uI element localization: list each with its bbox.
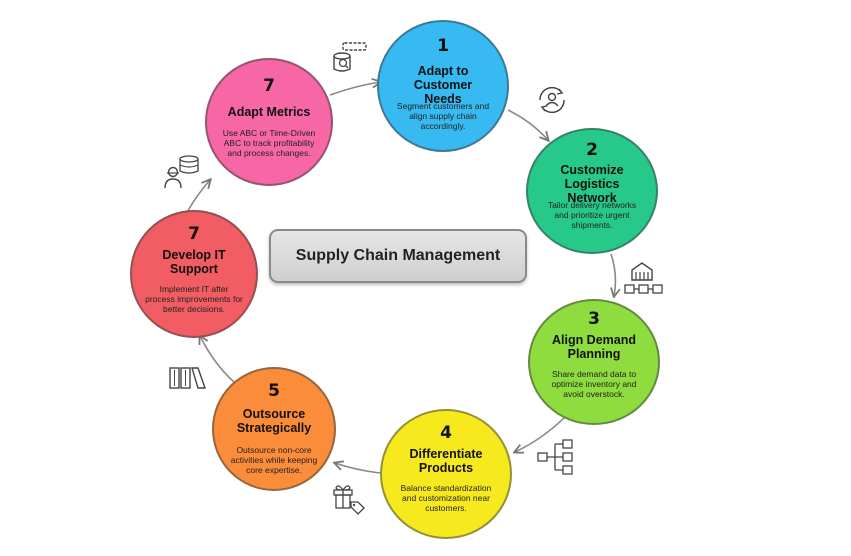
step-5-description: Outsource non-core activities while keep…: [230, 445, 318, 475]
warehouse-network-icon: [624, 262, 663, 294]
step-1-circle: 1 Adapt to Customer Needs Segment custom…: [377, 20, 509, 152]
arrow-4-to-5: [335, 463, 381, 474]
center-title: Supply Chain Management: [295, 247, 501, 264]
step-3-number: 3: [588, 309, 600, 329]
step-6-description: Implement IT after process improvements …: [145, 284, 243, 314]
step-3-title: Align Demand Planning: [551, 333, 637, 361]
step-5-number: 5: [268, 381, 280, 401]
arrow-5-to-6: [200, 336, 235, 383]
step-7-number: 7: [263, 76, 275, 96]
step-7-circle: 7 Adapt Metrics Use ABC or Time-Driven A…: [205, 58, 333, 186]
step-4-title: Differentiate Products: [409, 447, 483, 475]
step-3-description: Share demand data to optimize inventory …: [551, 369, 637, 399]
step-5-title: Outsource Strategically: [236, 407, 312, 435]
step-6-number: 7: [188, 224, 200, 244]
step-1-description: Segment customers and align supply chain…: [396, 101, 490, 131]
step-6-circle: 7 Develop IT Support Implement IT after …: [130, 210, 258, 338]
step-2-title: Customize Logistics Network: [560, 163, 624, 205]
gift-tag-icon: [333, 485, 365, 515]
step-2-circle: 2 Customize Logistics Network Tailor del…: [526, 128, 658, 254]
arrow-1-to-2: [507, 109, 548, 140]
step-7-description: Use ABC or Time-Driven ABC to track prof…: [222, 128, 316, 158]
user-cycle-icon: [539, 86, 565, 114]
step-1-title: Adapt to Customer Needs: [413, 64, 473, 106]
step-7-title: Adapt Metrics: [227, 105, 311, 119]
step-2-number: 2: [586, 140, 598, 160]
step-3-circle: 3 Align Demand Planning Share demand dat…: [528, 299, 660, 425]
step-6-title: Develop IT Support: [162, 248, 226, 276]
hierarchy-icon: [537, 439, 573, 475]
arrow-7-to-1: [329, 82, 380, 96]
database-search-icon: [333, 42, 367, 72]
step-5-circle: 5 Outsource Strategically Outsource non-…: [212, 367, 336, 491]
step-4-circle: 4 Differentiate Products Balance standar…: [380, 409, 512, 539]
step-1-number: 1: [437, 36, 449, 56]
step-4-number: 4: [440, 423, 452, 443]
documents-icon: [169, 367, 206, 389]
step-4-description: Balance standardization and customizatio…: [400, 483, 492, 513]
center-title-box: Supply Chain Management: [269, 229, 527, 283]
user-database-icon: [164, 155, 199, 189]
arrow-2-to-3: [611, 253, 615, 296]
step-2-description: Tailor delivery networks and prioritize …: [547, 200, 637, 230]
